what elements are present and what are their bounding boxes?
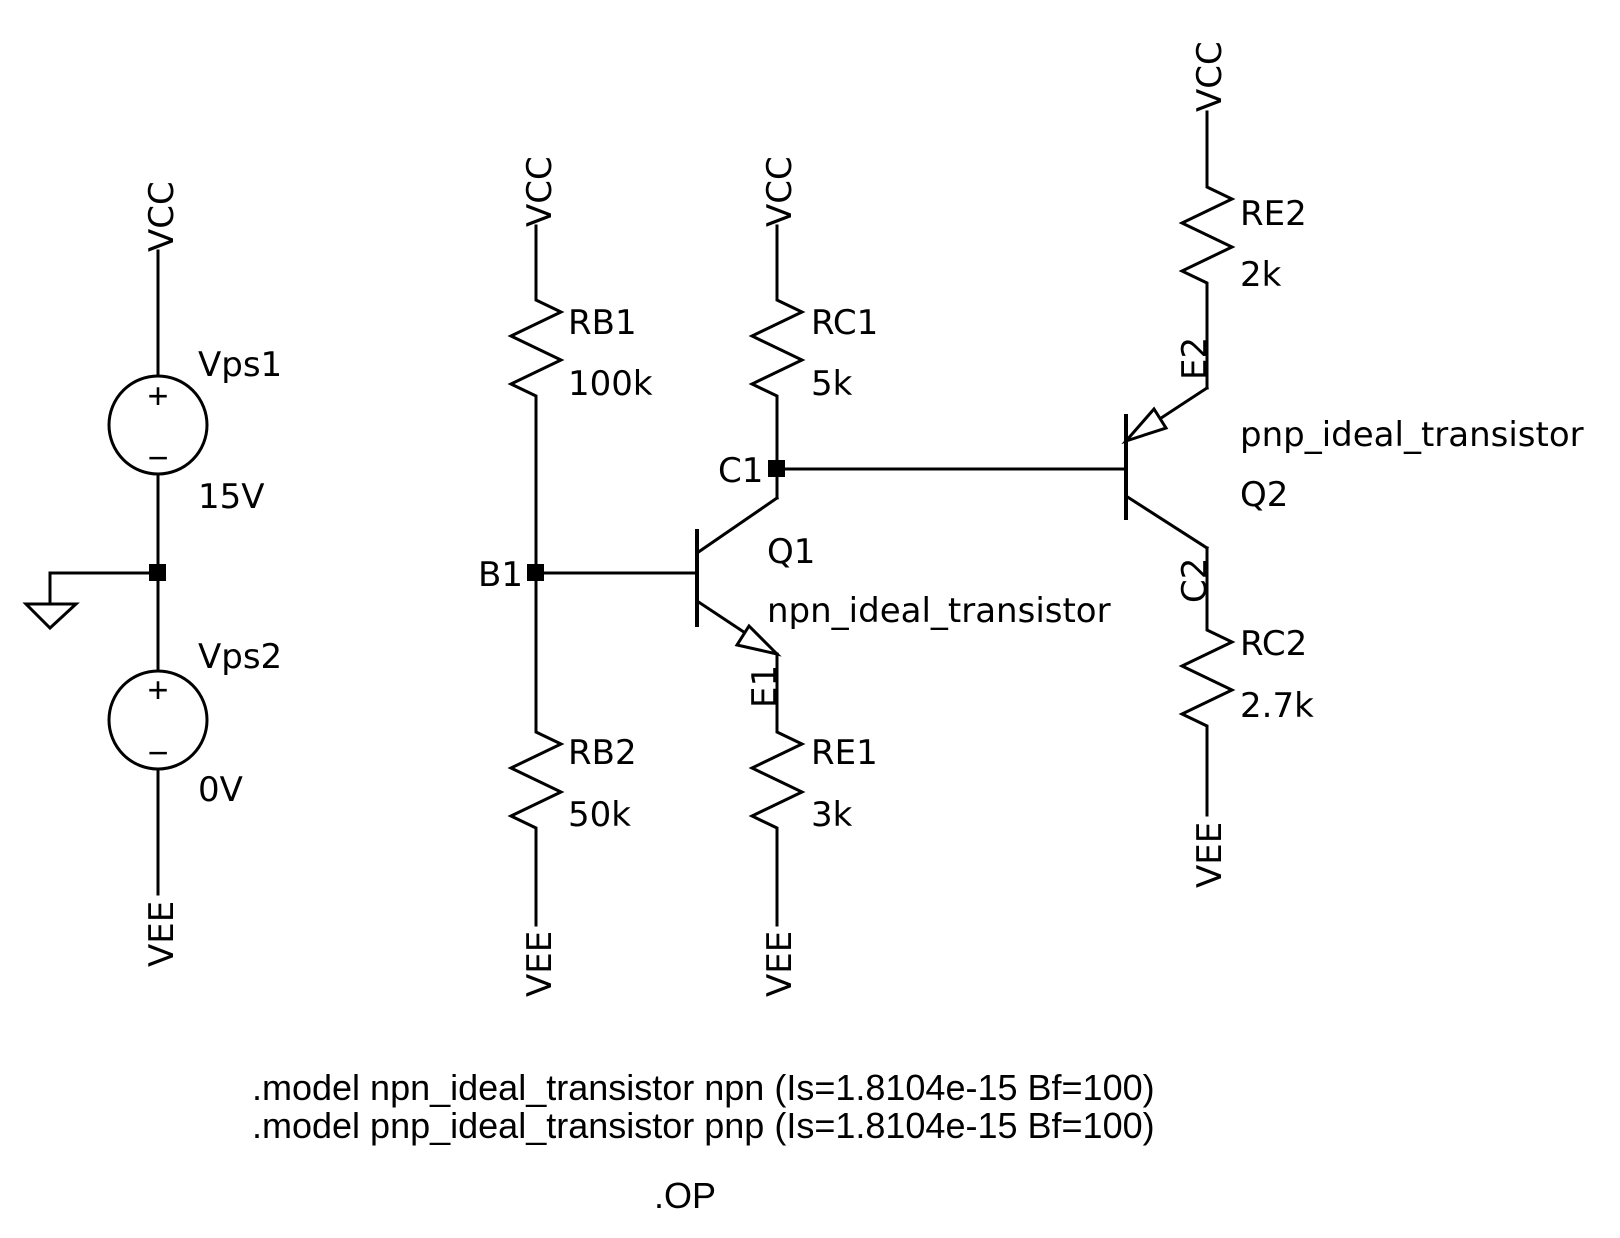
power-supply-section: VCC + − Vps1 15V + − Vps2 0V VEE (22, 181, 282, 967)
transistor-name-q1: Q1 (767, 532, 815, 572)
resistor-rb2[interactable] (507, 720, 565, 840)
transistor-name-q2: Q2 (1240, 475, 1288, 515)
net-label-c1: C1 (718, 451, 763, 491)
source-plus-sign-vps2: + (147, 669, 168, 710)
source-name-vps2: Vps2 (198, 637, 282, 677)
net-label-b1: B1 (478, 555, 523, 595)
voltage-source-vps1[interactable]: + − (107, 374, 209, 478)
resistor-name-rb2: RB2 (568, 733, 637, 773)
net-label-vcc-supply: VCC (142, 181, 182, 252)
resistor-rc2[interactable] (1178, 618, 1236, 738)
q1-emitter-arrow (734, 623, 782, 657)
source-name-vps1: Vps1 (198, 345, 282, 385)
net-label-vcc-rc1: VCC (760, 156, 800, 227)
transistor-model-q1: npn_ideal_transistor (767, 591, 1111, 631)
net-label-vee-re1: VEE (760, 931, 800, 997)
net-label-vee-supply: VEE (142, 901, 182, 967)
net-label-vcc-re2: VCC (1190, 41, 1230, 112)
directive-op[interactable]: .OP (654, 1175, 716, 1216)
resistor-name-rc1: RC1 (811, 303, 878, 343)
net-label-c2: C2 (1175, 558, 1215, 603)
q1-collector-lead (694, 495, 780, 556)
q1-stage-section: VCC RC1 5k C1 Q1 npn_ideal_transistor E1… (694, 156, 1128, 997)
resistor-re2[interactable] (1178, 175, 1236, 295)
resistor-re1[interactable] (748, 720, 806, 840)
resistor-value-re1: 3k (811, 795, 853, 835)
transistor-q2[interactable] (1121, 385, 1210, 551)
resistor-name-re2: RE2 (1240, 194, 1307, 234)
source-minus-sign-vps1: − (147, 437, 168, 478)
ground-symbol (22, 602, 80, 631)
transistor-q1[interactable] (694, 495, 782, 657)
directive-model-pnp[interactable]: .model pnp_ideal_transistor pnp (Is=1.81… (252, 1105, 1155, 1146)
voltage-source-vps2[interactable]: + − (107, 669, 209, 773)
resistor-value-re2: 2k (1240, 255, 1282, 295)
resistor-name-re1: RE1 (811, 733, 878, 773)
q2-stage-section: VCC RE2 2k E2 pnp_ideal_transistor Q2 C2… (1121, 41, 1584, 888)
resistor-rb1[interactable] (507, 288, 565, 408)
net-label-vee-rb2: VEE (520, 931, 560, 997)
q2-collector-lead (1123, 493, 1210, 551)
directive-model-npn[interactable]: .model npn_ideal_transistor npn (Is=1.81… (252, 1067, 1155, 1108)
source-minus-sign-vps2: − (147, 732, 168, 773)
net-label-vcc-rb1: VCC (520, 156, 560, 227)
source-value-vps2: 0V (198, 770, 243, 810)
resistor-name-rb1: RB1 (568, 303, 637, 343)
resistor-value-rc2: 2.7k (1240, 686, 1314, 726)
resistor-name-rc2: RC2 (1240, 624, 1307, 664)
transistor-model-q2: pnp_ideal_transistor (1240, 415, 1584, 455)
q2-emitter-arrow (1121, 406, 1169, 445)
resistor-value-rb2: 50k (568, 795, 631, 835)
source-value-vps1: 15V (198, 477, 265, 517)
source-plus-sign-vps1: + (147, 375, 168, 416)
net-label-e1: E1 (745, 665, 785, 708)
resistor-value-rb1: 100k (568, 364, 653, 404)
base-divider-section: VCC RB1 100k B1 RB2 50k VEE (478, 156, 699, 997)
spice-directives: .model npn_ideal_transistor npn (Is=1.81… (252, 1067, 1155, 1216)
resistor-rc1[interactable] (748, 288, 806, 408)
resistor-value-rc1: 5k (811, 364, 853, 404)
net-label-vee-rc2: VEE (1190, 822, 1230, 888)
net-label-e2: E2 (1175, 337, 1215, 380)
